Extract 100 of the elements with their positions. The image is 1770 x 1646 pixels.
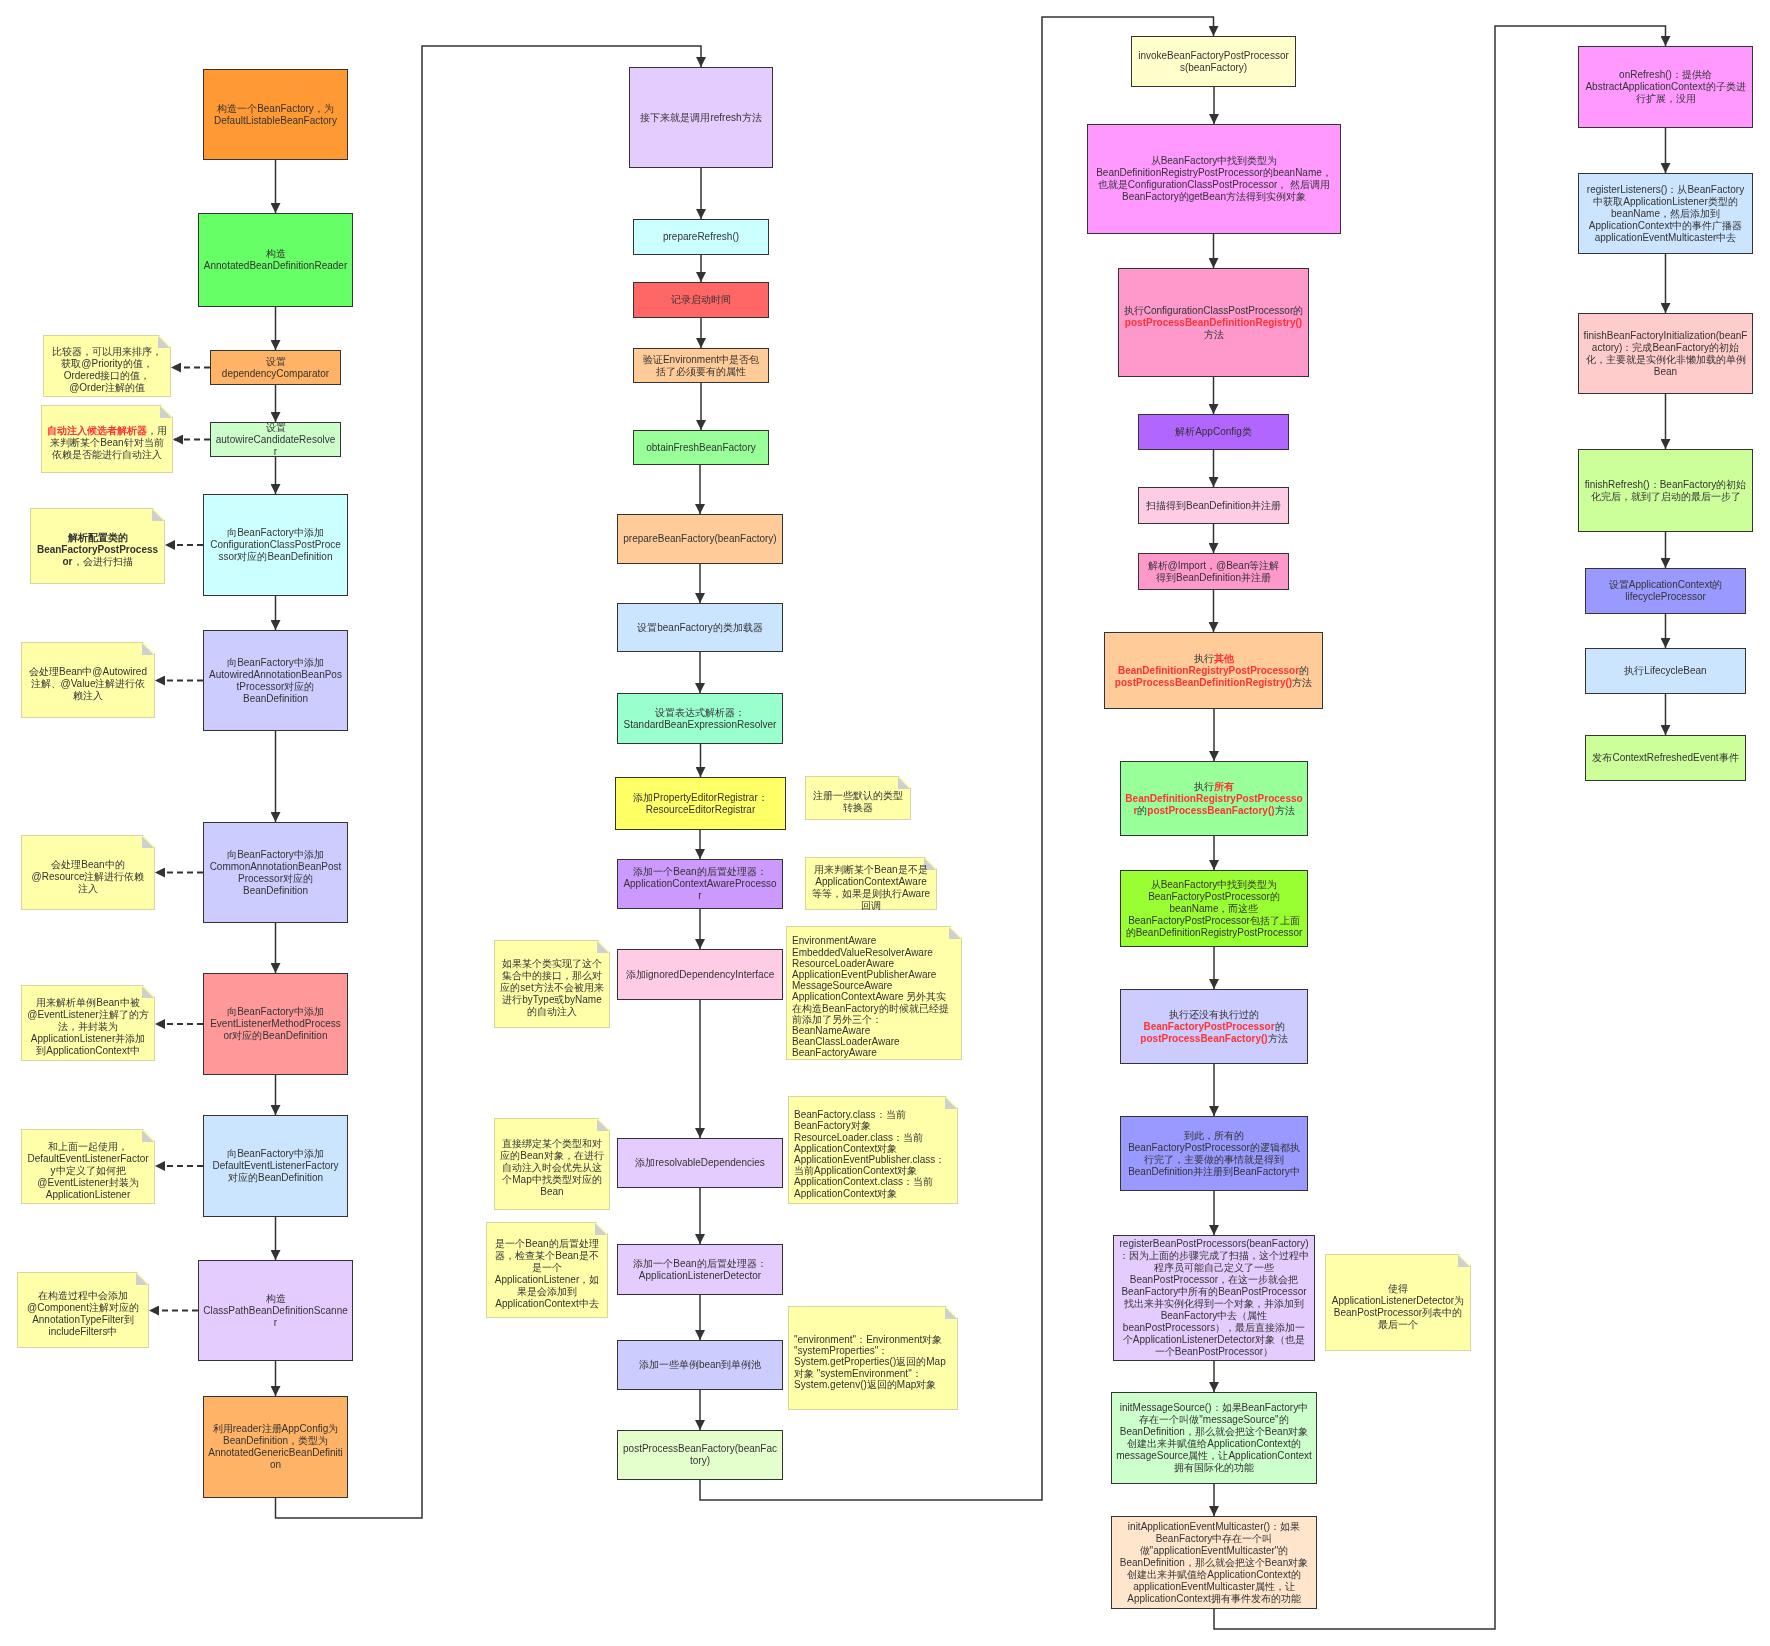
node-label: 向BeanFactory中添加ConfigurationClassPostProcessor对应的BeanDefinition bbox=[209, 527, 342, 563]
arrow bbox=[1209, 946, 1219, 990]
node-label: 执行ConfigurationClassPostProcessor的postProcessBeanDefinitionRegistry()方法 bbox=[1123, 304, 1304, 341]
node-label: 设置 autowireCandidateResolver bbox=[215, 421, 336, 458]
process-box bbox=[633, 219, 769, 255]
arrow bbox=[695, 999, 705, 1139]
node-label: finishBeanFactoryInitialization(beanFactory)：完成BeanFactory的初始化，主要就是实例化非懒加载的单例Bean bbox=[1583, 329, 1748, 378]
arrow bbox=[1209, 86, 1219, 125]
arrow bbox=[1213, 25, 1671, 1630]
arrow bbox=[270, 1360, 281, 1397]
dashed-arrow bbox=[148, 1305, 199, 1316]
process-box bbox=[1585, 568, 1746, 614]
process-box bbox=[633, 348, 769, 383]
arrow bbox=[1209, 1190, 1219, 1236]
process-box bbox=[198, 213, 353, 307]
process-box bbox=[203, 1115, 348, 1217]
note-text: 在构造过程中会添加@Component注解对应的AnnotationTypeFilter到includeFilters中 bbox=[26, 1290, 140, 1338]
node-label: initMessageSource()：如果BeanFactory中存在一个叫做"messageSource"的BeanDefinition，那么就会把这个Bean对象创建出来并赋值给ApplicationContext的messageSource属性，让ApplicationContext拥有国际化的功能 bbox=[1116, 1402, 1312, 1474]
sticky-note bbox=[486, 1222, 608, 1318]
dashed-arrow bbox=[172, 434, 211, 445]
process-box bbox=[210, 350, 341, 385]
sticky-note bbox=[21, 835, 155, 910]
node-label: postProcessBeanFactory(beanFactory) bbox=[622, 1443, 778, 1467]
process-box bbox=[633, 430, 769, 465]
note-text: 会处理Bean中@Autowired注解、@Value注解进行依赖注入 bbox=[28, 666, 148, 702]
arrow bbox=[1208, 449, 1219, 488]
arrow bbox=[1209, 1360, 1219, 1393]
process-box bbox=[615, 777, 786, 830]
arrow bbox=[1208, 589, 1219, 633]
sticky-note bbox=[494, 1118, 610, 1210]
process-box bbox=[1578, 449, 1753, 532]
arrow bbox=[270, 595, 281, 631]
arrow bbox=[695, 829, 705, 860]
node-label: initApplicationEventMulticaster()：如果BeanFactory中存在一个叫做"applicationEventMulticaster"的BeanDefinition，那么就会把这个Bean对象创建出来并赋值给ApplicationContext的applicationEventMulticaster属性，让ApplicationContext拥有事件发布的功能 bbox=[1118, 1520, 1310, 1605]
process-box bbox=[1138, 487, 1289, 524]
arrow bbox=[1209, 708, 1219, 762]
note-text: 用来判断某个Bean是不是ApplicationContextAware等等，如果是则执行Aware回调 bbox=[811, 863, 931, 912]
arrow bbox=[1660, 253, 1671, 314]
node-label: 从BeanFactory中找到类型为BeanDefinitionRegistryPostProcessor的beanName，也就是ConfigurationClassPostProcessor， 然后调用BeanFactory的getBean方法得到实例对象 bbox=[1095, 155, 1333, 203]
arrow bbox=[695, 651, 705, 694]
sticky-note bbox=[17, 1272, 149, 1348]
arrow bbox=[695, 1389, 705, 1431]
node-label: 设置beanFactory的类加载器 bbox=[637, 621, 763, 634]
arrow bbox=[270, 306, 281, 351]
process-box bbox=[203, 630, 348, 731]
arrow bbox=[695, 1187, 705, 1245]
arrow bbox=[1208, 233, 1219, 269]
node-label: 向BeanFactory中添加DefaultEventListenerFactory对应的BeanDefinition bbox=[211, 1148, 340, 1184]
node-label: 添加PropertyEditorRegistrar：ResourceEditorRegistrar bbox=[632, 791, 769, 816]
arrow bbox=[1209, 835, 1219, 871]
node-label: onRefresh()：提供给AbstractApplicationContext的子类进行扩展，没用 bbox=[1584, 69, 1747, 105]
process-box bbox=[203, 494, 348, 596]
node-label: 向BeanFactory中添加EventListenerMethodProcessor对应的BeanDefinition bbox=[209, 1006, 342, 1042]
arrow bbox=[695, 908, 705, 950]
node-label: 执行LifecycleBean bbox=[1624, 665, 1707, 677]
node-label: 验证Environment中是否包括了必须要有的属性 bbox=[641, 353, 761, 378]
note-text: 比较器，可以用来排序，获取@Priority的值，Ordered接口的值，@Order注解的值 bbox=[51, 346, 163, 394]
process-box bbox=[1131, 36, 1296, 87]
process-box bbox=[629, 67, 773, 168]
note-text: 是一个Bean的后置处理器，检查某个Bean是不是一个ApplicationListener，如果是会添加到ApplicationContext中去 bbox=[493, 1238, 601, 1310]
process-box bbox=[1578, 173, 1753, 254]
sticky-note bbox=[805, 857, 937, 910]
process-box bbox=[1585, 648, 1746, 694]
node-label: finishRefresh()：BeanFactory的初始化完后，就到了启动的最后一步了 bbox=[1583, 478, 1748, 503]
node-label: 添加一个Bean的后置处理器：ApplicationContextAwareProcessor bbox=[622, 866, 778, 902]
arrow bbox=[696, 317, 706, 349]
note-text: 解析配置类的BeanFactoryPostProcessor，会进行扫描 bbox=[36, 532, 159, 568]
process-box bbox=[1087, 124, 1341, 234]
dashed-arrow bbox=[170, 362, 211, 373]
sticky-note bbox=[21, 985, 155, 1061]
arrow bbox=[274, 45, 706, 1519]
process-box bbox=[198, 1260, 353, 1361]
sticky-note bbox=[21, 642, 155, 718]
arrow bbox=[1208, 376, 1219, 415]
node-label: 向BeanFactory中添加AutowiredAnnotationBeanPostProcessor对应的BeanDefinition bbox=[208, 656, 343, 705]
arrow bbox=[270, 159, 281, 214]
note-text: BeanFactory.class：当前BeanFactory对象 ResourceLoader.class：当前ApplicationContext对象 ApplicationEventPublisher.class：当前ApplicationContext对象 ApplicationContext.class：当前ApplicationContext对象 bbox=[794, 1109, 947, 1199]
node-label: 添加一些单例bean到单例池 bbox=[638, 1359, 762, 1371]
sticky-note bbox=[43, 335, 171, 397]
node-label: 从BeanFactory中找到类型为BeanFactoryPostProcessor的beanName，而这些BeanFactoryPostProcessor包括了上面的BeanDefinitionRegistryPostProcessor bbox=[1125, 878, 1303, 939]
process-box bbox=[1120, 870, 1308, 947]
arrow bbox=[1660, 127, 1671, 174]
process-box bbox=[203, 822, 348, 923]
node-label: obtainFreshBeanFactory bbox=[646, 441, 756, 454]
note-text: 和上面一起使用，DefaultEventListenerFactory中定义了如何把@EventListener封装为ApplicationListener bbox=[27, 1140, 149, 1201]
arrow bbox=[1209, 1063, 1219, 1117]
node-label: 扫描得到BeanDefinition并注册 bbox=[1145, 499, 1281, 512]
node-label: 构造 ClassPathBeanDefinitionScanner bbox=[203, 1292, 348, 1329]
note-text: EnvironmentAware EmbeddedValueResolverAware ResourceLoaderAware ApplicationEventPublisherAware MessageSourceAware ApplicationContextAware 另外其实在构造BeanFactory的时候就已经提前添加了另外三个： BeanNameAware BeanClassLoaderAware BeanFactoryAware bbox=[792, 935, 950, 1059]
node-label: 发布ContextRefreshedEvent事件 bbox=[1592, 752, 1739, 764]
process-box bbox=[633, 282, 769, 318]
sticky-note bbox=[1325, 1254, 1471, 1351]
arrow bbox=[699, 16, 1219, 1501]
process-box bbox=[1104, 632, 1323, 709]
sticky-note bbox=[788, 1306, 958, 1410]
node-label: 设置ApplicationContext的lifecycleProcessor bbox=[1607, 579, 1724, 603]
node-label: 添加ignoredDependencyInterface bbox=[625, 968, 775, 981]
process-box bbox=[1578, 313, 1753, 394]
note-text: "environment"：Environment对象 "systemProperties"：System.getProperties()返回的Map对象 "systemEnvironment"：System.getenv()返回的Map对象 bbox=[794, 1334, 947, 1390]
sticky-note bbox=[494, 940, 610, 1028]
